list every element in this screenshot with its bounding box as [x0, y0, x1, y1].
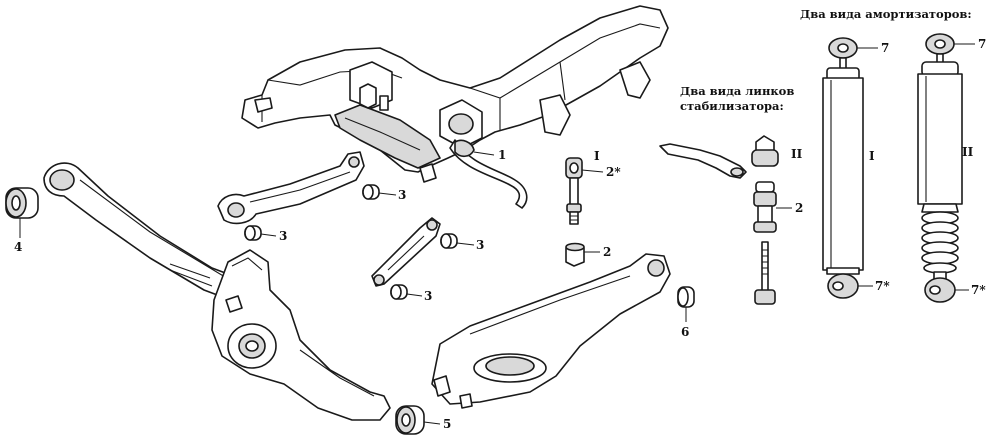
trailing-arm	[43, 162, 251, 303]
bushing-3-mid	[440, 233, 458, 249]
bushing-5	[395, 405, 425, 435]
label-part-3-left: 3	[279, 229, 287, 243]
rear-knuckle	[211, 249, 391, 421]
heading-shock-absorbers: Два вида амортизаторов:	[800, 7, 972, 21]
label-part-3-mid: 3	[476, 238, 484, 252]
stabilizer-link-variant-1	[565, 157, 583, 225]
label-part-7-shock2-top: 7	[978, 37, 986, 51]
label-part-1: 1	[498, 148, 506, 162]
bushing-6	[677, 286, 695, 308]
label-link-variant-1: I	[594, 149, 600, 163]
label-part-6: 6	[681, 325, 689, 339]
label-part-4: 4	[14, 240, 22, 254]
label-part-2-bushing: 2	[603, 245, 611, 259]
label-shock-variant-2: II	[962, 145, 974, 159]
toe-link	[371, 217, 441, 287]
shock-absorber-variant-2	[917, 33, 963, 303]
stabilizer-bar	[449, 139, 528, 209]
stabilizer-bar-end	[659, 143, 747, 179]
bushing-3-lower	[390, 284, 408, 300]
label-part-7-shock2-bottom: 7*	[971, 283, 986, 297]
link-bushing-2	[565, 242, 585, 267]
heading-stabilizer-links-line1: Два вида линков	[680, 84, 794, 98]
bushing-4	[5, 187, 39, 219]
label-part-3-upper: 3	[398, 188, 406, 202]
bushing-3-left	[244, 225, 262, 241]
label-part-5: 5	[443, 417, 451, 431]
heading-stabilizer-links-line2: стабилизатора:	[680, 99, 784, 113]
stabilizer-link-variant-2	[751, 135, 779, 305]
label-part-3-lower: 3	[424, 289, 432, 303]
upper-control-arm	[217, 151, 365, 225]
label-part-7-shock1-bottom: 7*	[875, 279, 890, 293]
label-shock-variant-1: I	[869, 149, 875, 163]
label-part-2-star: 2*	[606, 165, 621, 179]
label-part-7-shock1-top: 7	[881, 41, 889, 55]
label-link-variant-2: II	[791, 147, 803, 161]
rear-subframe	[241, 5, 669, 183]
lower-spring-arm	[431, 253, 671, 409]
bushing-3-upper	[362, 184, 380, 200]
label-part-2-link: 2	[795, 201, 803, 215]
shock-absorber-variant-1	[822, 37, 864, 299]
